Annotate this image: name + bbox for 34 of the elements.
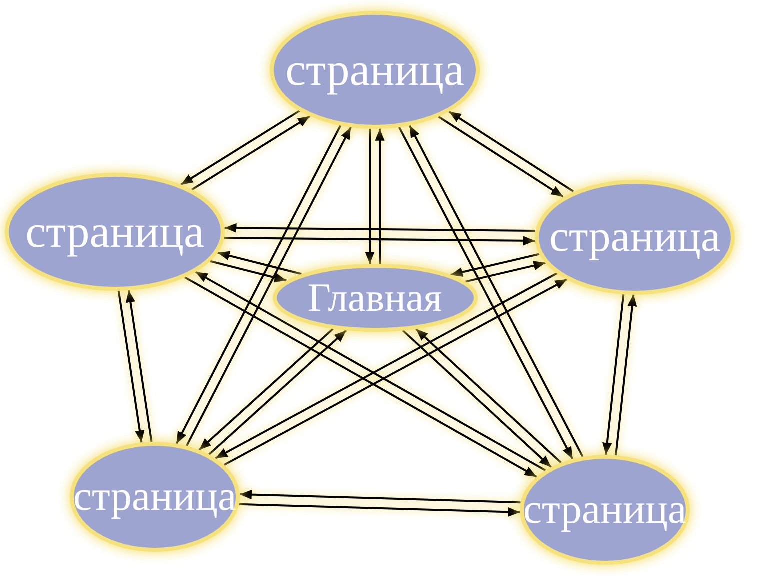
arrow bbox=[402, 330, 552, 468]
page-ellipse bbox=[520, 455, 690, 565]
node-label: страница bbox=[26, 209, 204, 255]
arrow bbox=[375, 128, 385, 264]
node-label: страница bbox=[286, 47, 464, 93]
arrow bbox=[602, 294, 625, 456]
page-ellipse bbox=[270, 11, 480, 129]
arrow bbox=[465, 261, 546, 283]
arrow bbox=[239, 503, 520, 517]
page-ellipse bbox=[5, 173, 225, 291]
arrow bbox=[218, 251, 302, 276]
node-label: Главная bbox=[308, 278, 442, 318]
arrow bbox=[240, 490, 521, 504]
arrow bbox=[365, 128, 375, 264]
arrow bbox=[450, 253, 540, 278]
arrow bbox=[615, 294, 638, 456]
arrow bbox=[126, 290, 153, 442]
arrow bbox=[198, 328, 334, 451]
arrow bbox=[210, 260, 287, 282]
page-ellipse bbox=[272, 264, 478, 332]
node-label: страница bbox=[523, 489, 687, 531]
arrow bbox=[180, 110, 300, 186]
arrow bbox=[224, 223, 536, 233]
arrow bbox=[192, 116, 311, 191]
arrow bbox=[438, 116, 564, 198]
page-ellipse bbox=[535, 180, 735, 294]
node-label: страница bbox=[550, 215, 720, 259]
arrow bbox=[448, 110, 574, 192]
arrow bbox=[118, 290, 145, 443]
arrow bbox=[208, 330, 348, 456]
page-ellipse bbox=[70, 442, 240, 552]
arrow bbox=[415, 328, 562, 464]
node-label: страница bbox=[73, 476, 237, 518]
arrow bbox=[224, 236, 536, 246]
